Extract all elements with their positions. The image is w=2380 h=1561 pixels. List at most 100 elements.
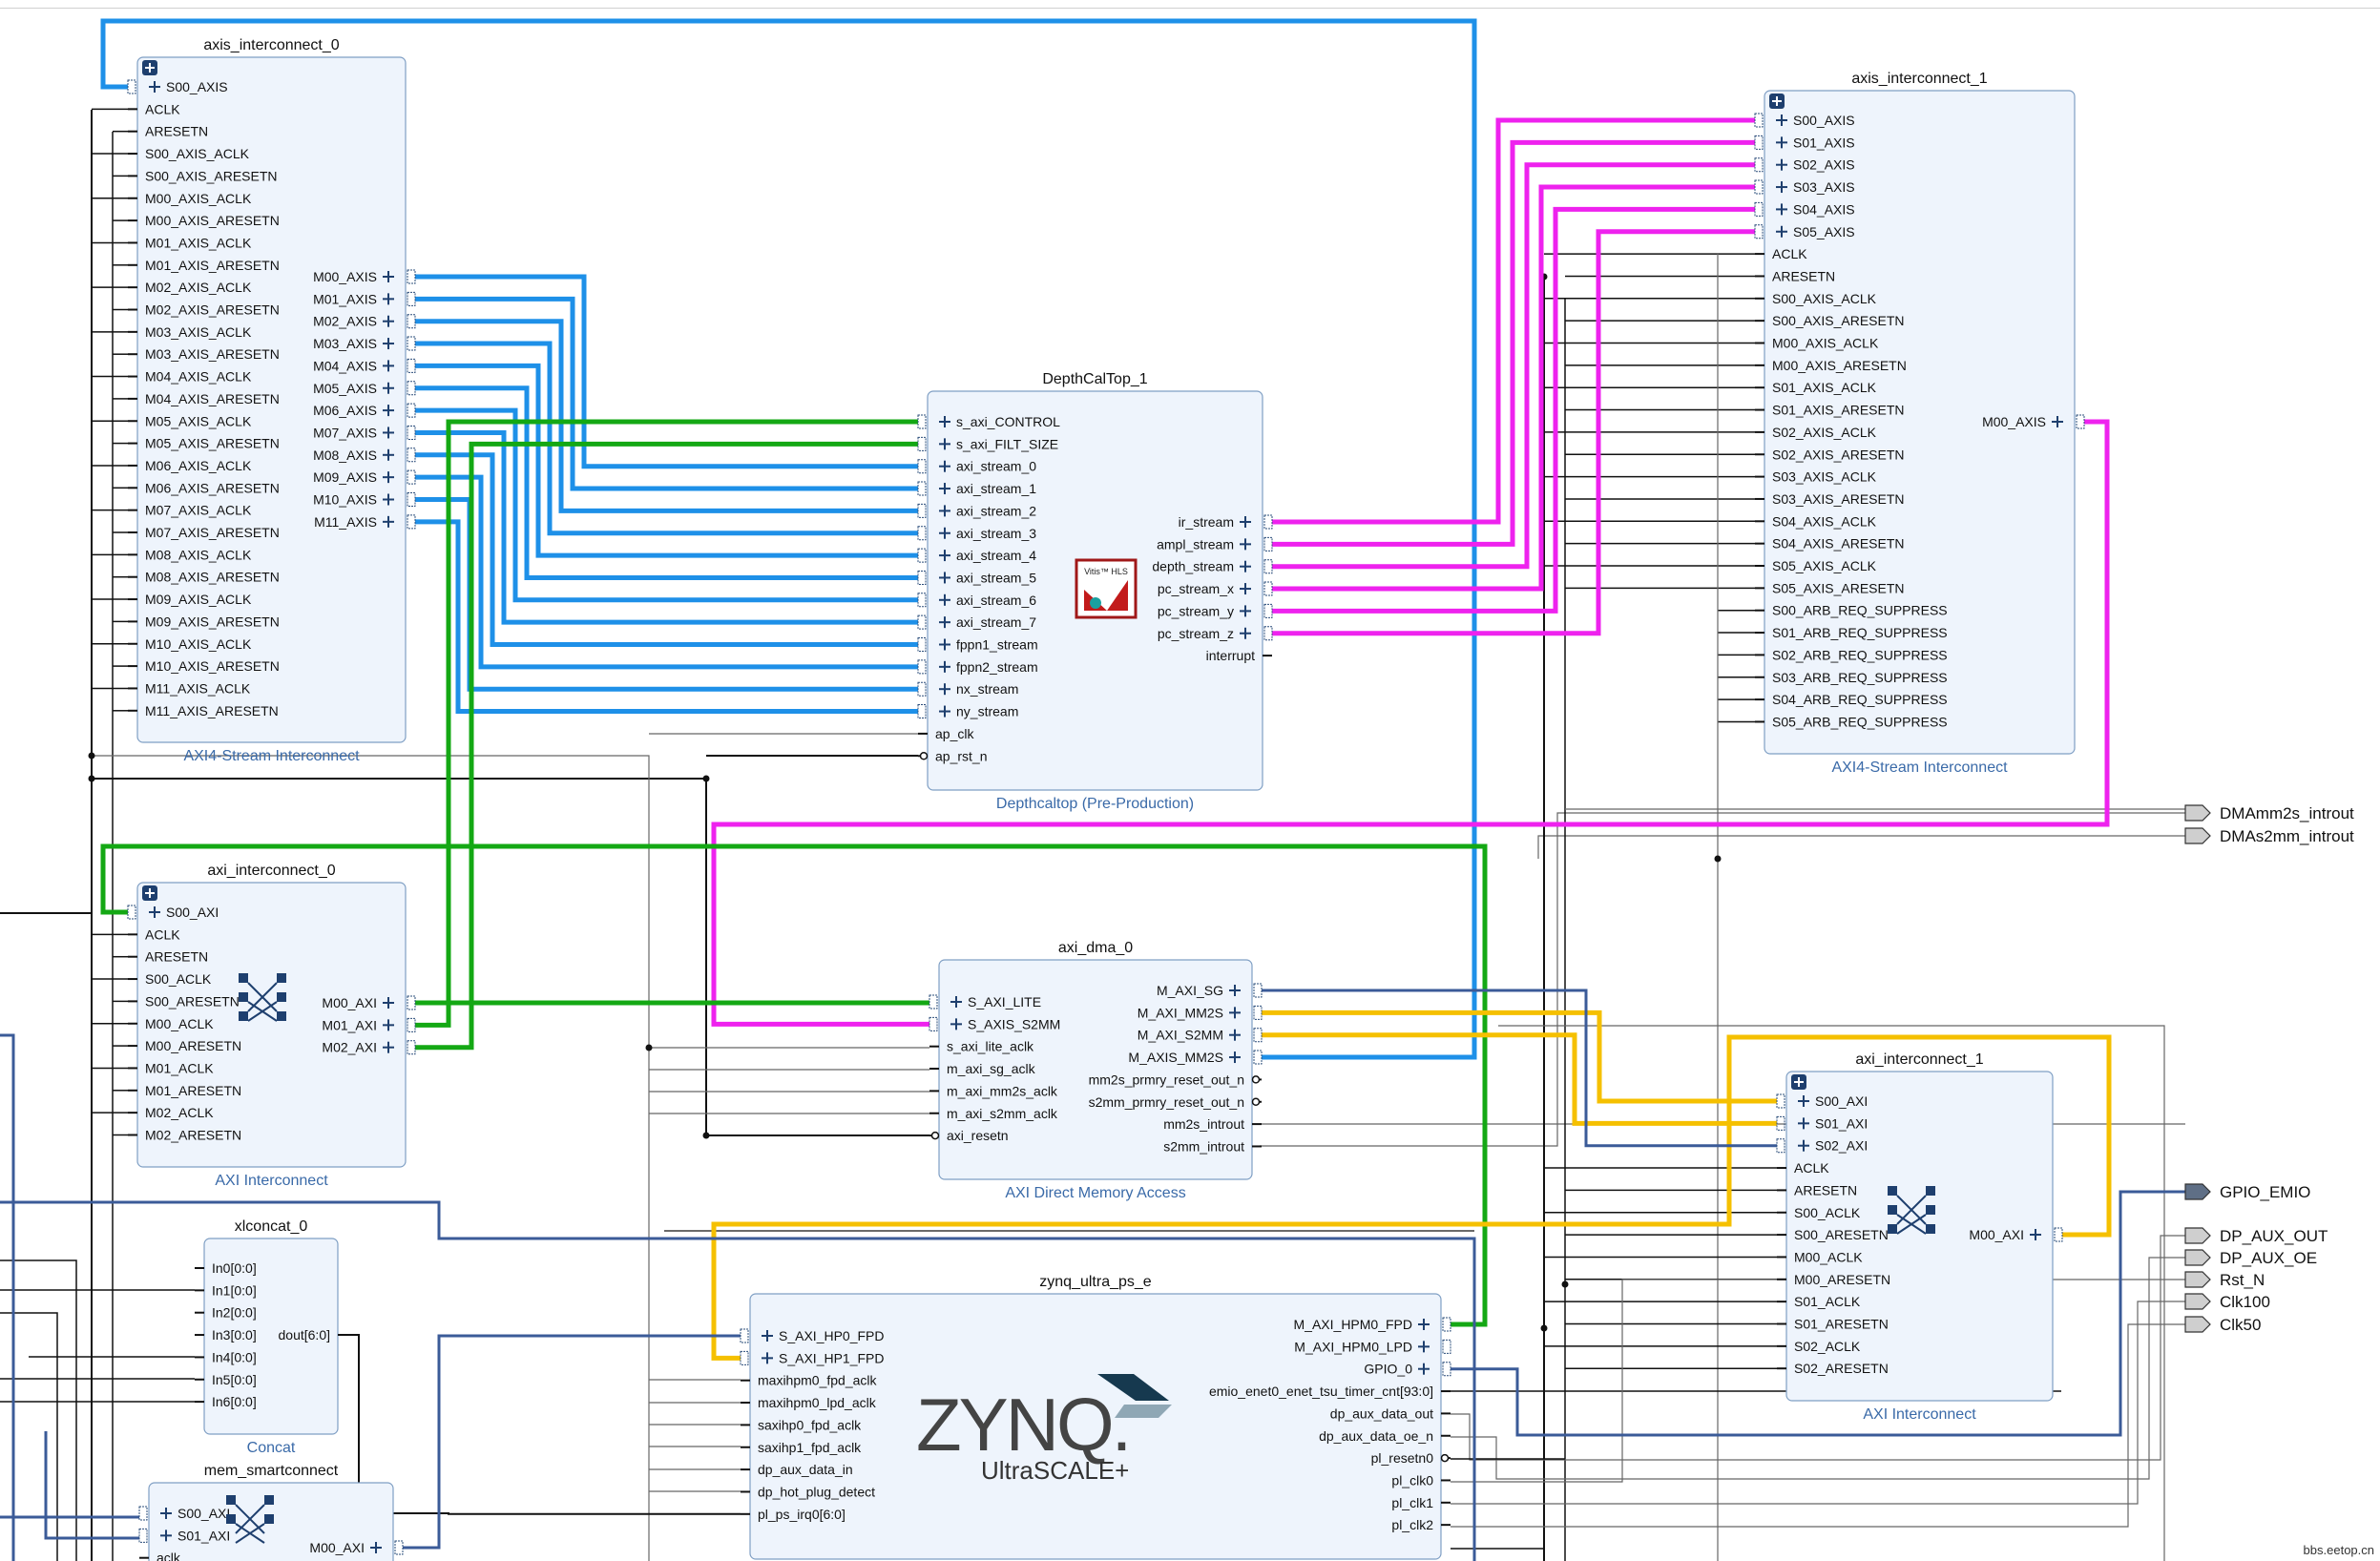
depthcaltop-1-pc-stream-x-bus-stub xyxy=(1263,581,1273,596)
net-left-d xyxy=(0,1312,58,1561)
net-irq xyxy=(347,1334,741,1515)
depthcaltop-1-axi-stream-4-pin xyxy=(917,548,950,563)
port-s00-aclk: S00_ACLK xyxy=(1794,1205,1861,1220)
port-pl-clk2: pl_clk2 xyxy=(1391,1517,1433,1532)
depthcaltop-1-axi-stream-6-bus-stub xyxy=(917,593,927,608)
depthcaltop-1-axi-stream-5-bus-stub xyxy=(917,570,927,585)
net-junction xyxy=(1714,855,1722,863)
port-pl-clk0: pl_clk0 xyxy=(1391,1472,1433,1488)
net-left-a xyxy=(0,1033,15,1561)
ext-port-dmas2mm-introut[interactable]: DMAs2mm_introut xyxy=(2184,827,2354,845)
port-m02-axis: M02_AXIS xyxy=(313,314,377,329)
ext-port-dp-aux-oe[interactable]: DP_AUX_OE xyxy=(2184,1249,2317,1267)
axi-interconnect-1-collapse-icon[interactable] xyxy=(1791,1074,1806,1090)
ext-port-dp-aux-out[interactable]: DP_AUX_OUT xyxy=(2184,1227,2328,1245)
port-m-axi-hpm0-lpd: M_AXI_HPM0_LPD xyxy=(1294,1339,1412,1354)
crossbar-node xyxy=(1888,1205,1897,1215)
port-in3-0-0: In3[0:0] xyxy=(212,1327,257,1342)
zynq-ultra-ps-e-s-axi-hp0-fpd-pin xyxy=(740,1328,773,1343)
axi-dma-0-m-axi-mm2s-pin xyxy=(1229,1005,1263,1020)
port-m01-axis: M01_AXIS xyxy=(313,291,377,306)
axis-interconnect-1-body[interactable] xyxy=(1764,90,2076,755)
ext-port-dmamm2s-introut[interactable]: DMAmm2s_introut xyxy=(2184,804,2354,822)
ext-port-clk100[interactable]: Clk100 xyxy=(2184,1293,2270,1311)
crossbar-node xyxy=(226,1495,236,1505)
net-axis-m1 xyxy=(415,296,918,491)
axi-interconnect-0-collapse-icon[interactable] xyxy=(142,885,157,901)
depthcaltop-1-title: DepthCalTop_1 xyxy=(1042,371,1147,387)
axi-interconnect-1-subtitle: AXI Interconnect xyxy=(1863,1406,1976,1423)
inv-bubble xyxy=(919,752,929,760)
port-s-axi-lite: S_AXI_LITE xyxy=(968,994,1041,1009)
axis-interconnect-0-m00-axis-pin xyxy=(383,269,416,284)
net-clk100 xyxy=(1451,1301,2185,1505)
axis-interconnect-0-collapse-icon[interactable] xyxy=(142,60,157,75)
port-m08-axis-aresetn: M08_AXIS_ARESETN xyxy=(145,570,280,585)
zynq-ultra-ps-e-body[interactable] xyxy=(749,1293,1442,1560)
port-m03-axis-aclk: M03_AXIS_ACLK xyxy=(145,324,252,340)
port-axi-stream-3: axi_stream_3 xyxy=(956,526,1036,541)
net-smc-s01 xyxy=(44,1431,139,1540)
port-s00-axis: S00_AXIS xyxy=(166,79,228,94)
ext-port-label: GPIO_EMIO xyxy=(2220,1183,2310,1201)
ext-port-rst-n[interactable]: Rst_N xyxy=(2184,1271,2265,1289)
port-s00-axi: S00_AXI xyxy=(1815,1093,1868,1109)
ext-port-gpio-emio[interactable]: GPIO_EMIO xyxy=(2184,1183,2310,1201)
port-symbol-icon xyxy=(2184,1316,2211,1333)
block-mem-smartconnect[interactable]: mem_smartconnectS00_AXIS01_AXIaclkM00_AX… xyxy=(138,1463,404,1561)
zynq-ultra-ps-e-title: zynq_ultra_ps_e xyxy=(1039,1274,1152,1290)
axis-interconnect-0-body[interactable] xyxy=(136,56,407,743)
port-s01-axis: S01_AXIS xyxy=(1793,135,1855,150)
ext-port-clk50[interactable]: Clk50 xyxy=(2184,1316,2261,1334)
port-m08-axis: M08_AXIS xyxy=(313,447,377,463)
axi-dma-0-s-axi-lite-pin xyxy=(929,994,962,1009)
axis-interconnect-0-m01-axis-pin xyxy=(383,291,416,306)
block-xlconcat-0[interactable]: xlconcat_0ConcatIn0[0:0]In1[0:0]In2[0:0]… xyxy=(195,1218,347,1456)
axi-dma-0-s-axis-s2mm-bus-stub xyxy=(929,1016,938,1031)
zynq-logo-wing1 xyxy=(1097,1374,1169,1401)
axi-interconnect-1-body[interactable] xyxy=(1785,1071,2054,1402)
axi-interconnect-0-s00-axi-pin xyxy=(127,905,160,920)
crossbar-node xyxy=(1888,1186,1897,1196)
depthcaltop-1-depth-stream-pin xyxy=(1240,559,1273,574)
gear-icon xyxy=(1090,597,1101,609)
port-m00-axis-aclk: M00_AXIS_ACLK xyxy=(1772,336,1879,351)
port-mm2s-prmry-reset-out-n: mm2s_prmry_reset_out_n xyxy=(1089,1072,1244,1087)
net-dp-aux-oe xyxy=(1451,1257,2185,1480)
axi-dma-0-s-axis-s2mm-pin xyxy=(929,1016,962,1031)
port-maxihpm0-lpd-aclk: maxihpm0_lpd_aclk xyxy=(758,1395,877,1410)
port-dp-aux-data-oe-n: dp_aux_data_oe_n xyxy=(1319,1428,1433,1444)
port-s-axi-filt-size: s_axi_FILT_SIZE xyxy=(956,436,1058,451)
net-hpm0-fpd xyxy=(100,843,1488,1327)
port-m02-aresetn: M02_ARESETN xyxy=(145,1128,241,1143)
block-zynq-ultra-ps-e[interactable]: zynq_ultra_ps_eS_AXI_HP0_FPDS_AXI_HP1_FP… xyxy=(740,1274,1451,1560)
axis-interconnect-0-m00-axis-bus-stub xyxy=(407,269,416,284)
depthcaltop-1-ir-stream-pin xyxy=(1240,514,1273,530)
axi-interconnect-0-body[interactable] xyxy=(136,882,407,1168)
port-pc-stream-y: pc_stream_y xyxy=(1158,603,1234,618)
inv-bubble xyxy=(930,1131,940,1140)
net-junction xyxy=(88,752,95,760)
port-m09-axis-aresetn: M09_AXIS_ARESETN xyxy=(145,614,280,629)
net-introut-b xyxy=(1537,835,2185,859)
axis-interconnect-1-collapse-icon[interactable] xyxy=(1769,94,1785,109)
port-s05-axis-aclk: S05_AXIS_ACLK xyxy=(1772,558,1877,573)
ext-port-label: Clk50 xyxy=(2220,1316,2261,1334)
port-m05-axis-aresetn: M05_AXIS_ARESETN xyxy=(145,436,280,451)
crossbar-icon xyxy=(226,1495,274,1544)
net-left-b xyxy=(0,1200,1476,1561)
mem-smartconnect-m00-axi-pin xyxy=(370,1540,404,1555)
port-m00-axis: M00_AXIS xyxy=(313,269,377,284)
port-s05-arb-req-suppress: S05_ARB_REQ_SUPPRESS xyxy=(1772,714,1948,729)
depthcaltop-1-nx-stream-pin xyxy=(917,681,950,697)
axis-interconnect-0-m09-axis-pin xyxy=(383,469,416,485)
depthcaltop-1-axi-stream-5-pin xyxy=(917,570,950,585)
xlconcat-0-body[interactable] xyxy=(203,1238,339,1435)
axis-interconnect-1-s05-axis-pin xyxy=(1754,224,1787,239)
